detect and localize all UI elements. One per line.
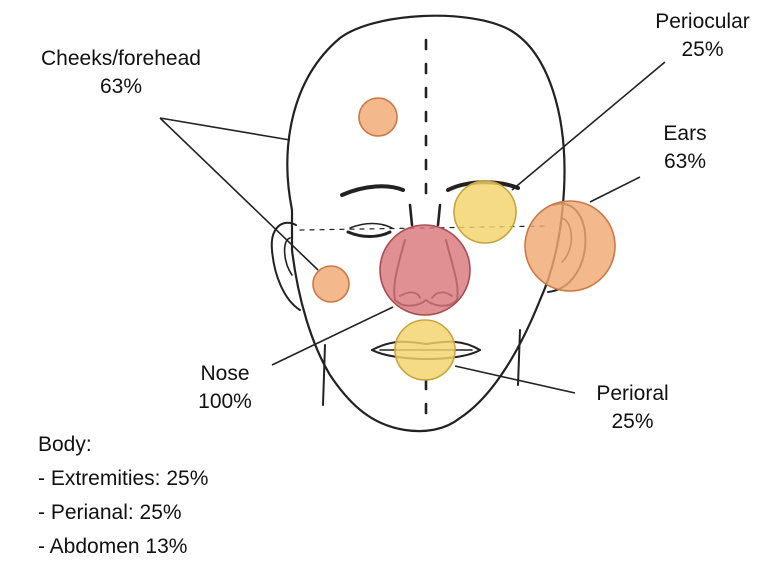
neck-left [323, 345, 325, 405]
neck-right [518, 330, 520, 385]
left-eye-lash [350, 224, 392, 229]
label-value: 25% [580, 408, 685, 436]
forehead-marker [359, 98, 397, 136]
perioral-marker [395, 320, 455, 380]
label-name: Ears [640, 120, 730, 148]
perioral-callout-line [455, 366, 575, 393]
body-item-perianal: - Perianal: 25% [38, 496, 208, 530]
cheek-marker [313, 266, 349, 302]
body-item-extremities: - Extremities: 25% [38, 462, 208, 496]
nose-marker [380, 225, 470, 315]
left-brow [342, 186, 403, 195]
body-title: Body: [38, 428, 208, 462]
label-ears: Ears 63% [640, 120, 730, 176]
label-periocular: Periocular 25% [640, 8, 765, 64]
label-value: 63% [640, 148, 730, 176]
ears-callout-line [590, 177, 640, 202]
region-markers [313, 98, 615, 380]
label-value: 100% [180, 388, 270, 416]
label-name: Perioral [580, 380, 685, 408]
label-nose: Nose 100% [180, 360, 270, 416]
nose-callout-line [272, 307, 393, 365]
body-item-abdomen: - Abdomen 13% [38, 530, 208, 564]
periocular-marker [454, 181, 516, 243]
label-cheeks-forehead: Cheeks/forehead 63% [16, 45, 226, 101]
cheeks-callout-line [160, 118, 318, 270]
left-ear [272, 223, 300, 310]
label-name: Periocular [640, 8, 765, 36]
left-eye [348, 232, 390, 237]
label-name: Nose [180, 360, 270, 388]
nose-bridge-right [438, 205, 440, 225]
ear-marker [525, 201, 615, 291]
label-value: 63% [16, 73, 226, 101]
label-name: Cheeks/forehead [16, 45, 226, 73]
label-value: 25% [640, 36, 765, 64]
label-perioral: Perioral 25% [580, 380, 685, 436]
body-sites-list: Body: - Extremities: 25% - Perianal: 25%… [38, 428, 208, 564]
nose-bridge-left [410, 205, 412, 225]
